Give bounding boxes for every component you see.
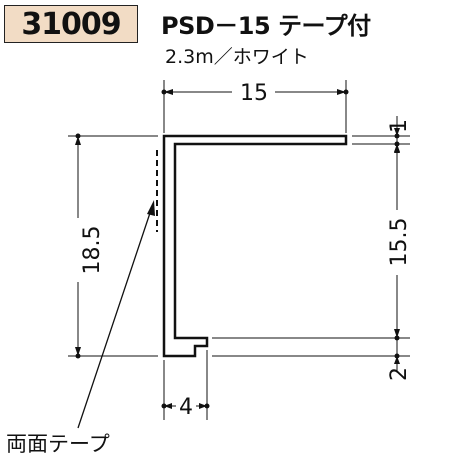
- dim-bottom-width: [161, 350, 210, 420]
- product-code-badge: 31009: [4, 5, 138, 43]
- profile-outline: [162, 134, 348, 358]
- dim-bottom-lip-label: 2: [387, 367, 412, 381]
- product-code: 31009: [21, 6, 121, 42]
- dim-top-width-label: 15: [240, 81, 268, 106]
- dim-total-height-label: 18.5: [80, 226, 105, 275]
- dim-bottom-width-label: 4: [179, 395, 193, 420]
- tape-callout-arrow: [77, 200, 155, 429]
- product-title: PSD－15 テープ付: [161, 12, 371, 40]
- dim-right-chain: [212, 116, 410, 372]
- dim-top-width: [161, 80, 349, 133]
- product-subtitle: 2.3m／ホワイト: [165, 46, 309, 68]
- dim-inner-height-label: 15.5: [387, 218, 412, 267]
- tape-callout-label: 両面テープ: [6, 432, 110, 456]
- dim-total-height: [68, 133, 158, 359]
- dim-top-lip-label: 1: [387, 119, 412, 133]
